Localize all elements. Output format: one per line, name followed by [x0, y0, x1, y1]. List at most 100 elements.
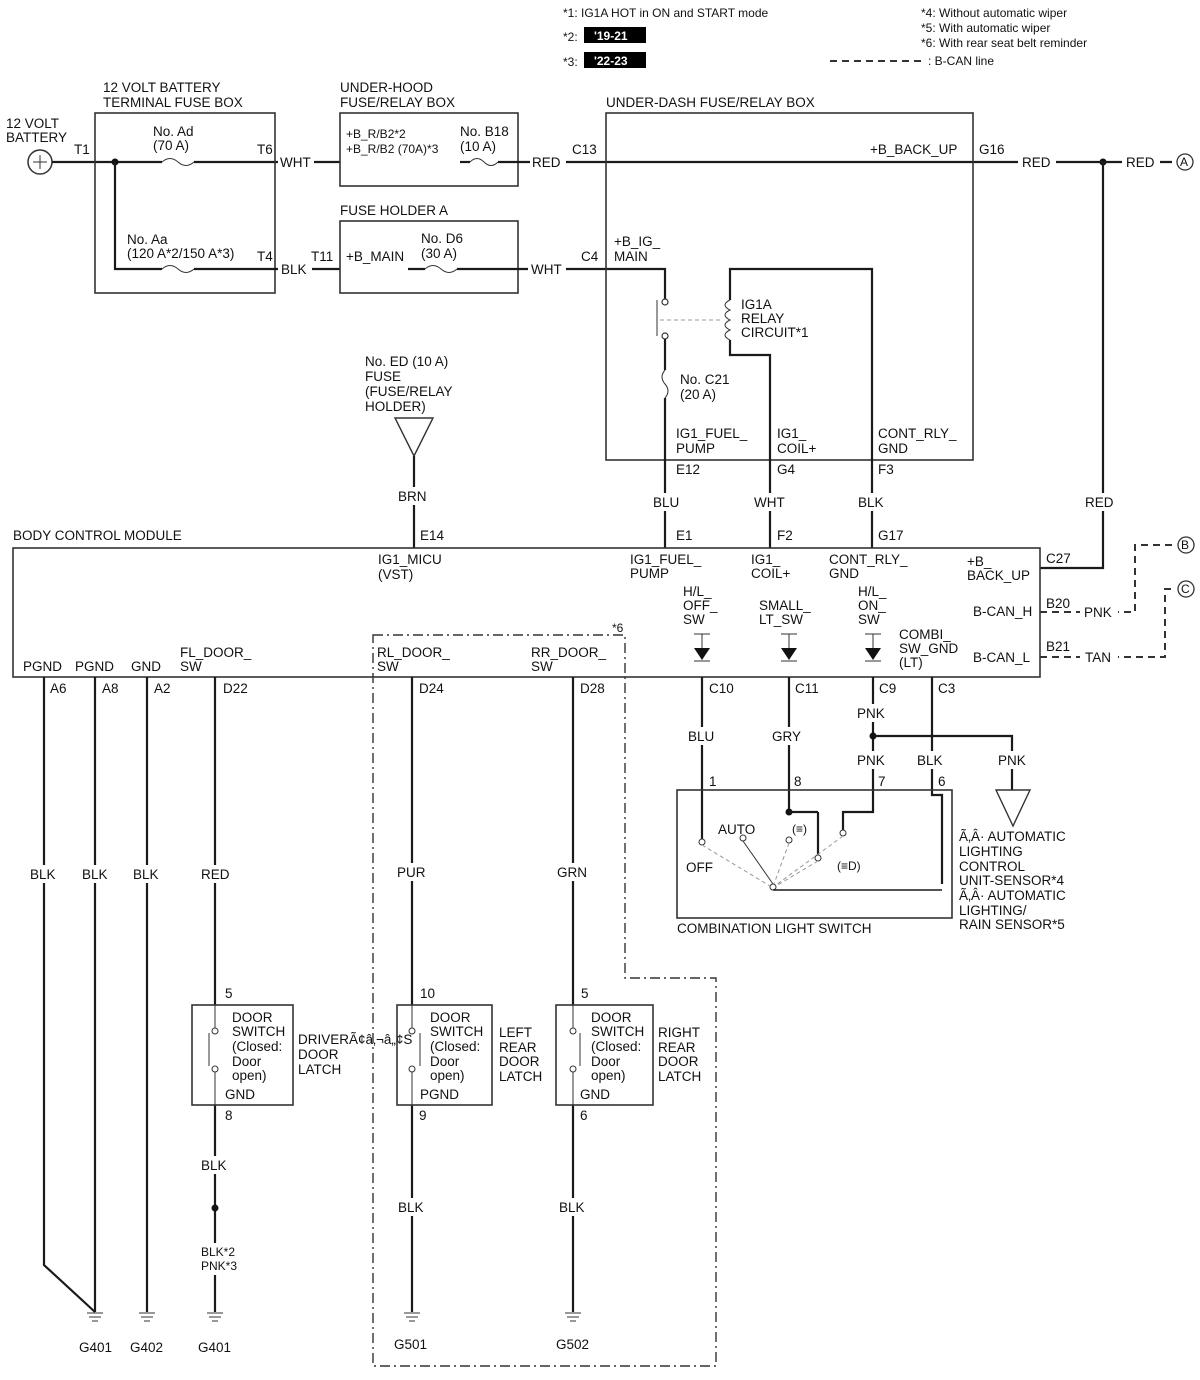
rr-latch-label-1: RIGHT — [658, 1025, 700, 1040]
wire-label-blk-2: BLK — [858, 495, 884, 510]
cls-pin-8: 8 — [794, 774, 802, 789]
fl-switch-label-4: Door — [232, 1054, 262, 1069]
relay-coil-icon — [724, 299, 732, 341]
wire-label-blk-a8: BLK — [82, 867, 108, 882]
wire-label-pnk-4: PNK — [998, 753, 1026, 768]
wire-label-pnk-fl-3: PNK*3 — [201, 1259, 237, 1273]
combi-gnd-label-2: SW_GND — [899, 641, 959, 656]
right-rear-door-latch: 5 DOOR SWITCH (Closed: Door open) GND 6 … — [555, 986, 701, 1123]
rl-latch-label-3: DOOR — [499, 1054, 540, 1069]
bcm-coil-label-1: IG1_ — [751, 552, 781, 567]
rl-switch-label-5: open) — [430, 1068, 465, 1083]
fl-switch-label-5: open) — [232, 1068, 267, 1083]
note-bcan: : B-CAN line — [928, 54, 994, 68]
ed-fuse-label-3: (FUSE/RELAY — [365, 384, 453, 399]
rr-door-label-2: SW — [531, 659, 553, 674]
wire-label-red-3: RED — [1126, 155, 1155, 170]
fl-pin-bottom: 8 — [225, 1108, 233, 1123]
terminal-c9: C9 — [879, 681, 896, 696]
wire-label-blk-1: BLK — [281, 262, 307, 277]
connector-b-icon — [1177, 536, 1195, 554]
bcm-fuel-pump-label-1: IG1_FUEL_ — [630, 552, 702, 567]
terminal-t4: T4 — [257, 249, 273, 264]
bcm-fuel-pump-label-2: PUMP — [630, 566, 669, 581]
terminal-c4: C4 — [581, 249, 599, 264]
battery: 12 VOLT BATTERY T1 — [6, 116, 90, 175]
rr-switch-label-5: open) — [591, 1068, 626, 1083]
terminal-c27: C27 — [1046, 551, 1071, 566]
alc-label-7: RAIN SENSOR*5 — [959, 917, 1065, 932]
rear-seat-belt-reminder-region — [372, 634, 717, 1367]
left-rear-door-latch: 10 DOOR SWITCH (Closed: Door open) PGND … — [396, 986, 542, 1123]
rl-latch-label-4: LATCH — [499, 1069, 542, 1084]
wire-label-red-4: RED — [1085, 495, 1114, 510]
cls-pivot-icon — [769, 883, 777, 891]
terminal-g4: G4 — [777, 462, 796, 477]
wire-label-blk-rl: BLK — [398, 1200, 424, 1215]
rl-switch-label-1: DOOR — [430, 1010, 471, 1025]
fuse-c21-icon — [661, 369, 669, 399]
ig-main-label-2: MAIN — [614, 249, 648, 264]
ig1-fuel-pump-label-1: IG1_FUEL_ — [676, 426, 748, 441]
terminal-fuse-box: 12 VOLT BATTERY TERMINAL FUSE BOX No. Ad… — [94, 80, 340, 294]
fl-switch-label-2: SWITCH — [232, 1024, 285, 1039]
terminal-g16: G16 — [979, 142, 1005, 157]
ground-g401-a-icon — [87, 1312, 103, 1322]
note-2-label: *2: — [563, 30, 578, 44]
bcm-backup-label-2: BACK_UP — [967, 568, 1030, 583]
underdash-title: UNDER-DASH FUSE/RELAY BOX — [606, 95, 815, 110]
wire-label-pnk-3: PNK — [857, 753, 885, 768]
hl-off-label-2: OFF_ — [683, 598, 718, 613]
rr-door-label-1: RR_DOOR_ — [531, 645, 607, 660]
ig-main-wire — [518, 267, 667, 300]
fl-door-label-1: FL_DOOR_ — [180, 645, 252, 660]
alc-label-3: CONTROL — [959, 859, 1025, 874]
driver-door-latch: 5 DOOR SWITCH (Closed: Door open) GND 8 … — [191, 986, 412, 1123]
fl-latch-label-2: DOOR — [298, 1047, 339, 1062]
rl-switch-label-2: SWITCH — [430, 1024, 483, 1039]
alc-label-6: LIGHTING/ — [959, 903, 1027, 918]
terminal-t11: T11 — [311, 249, 333, 264]
wire-label-grn: GRN — [557, 865, 587, 880]
body-control-module: BODY CONTROL MODULE E14 IG1_MICU (VST) E… — [12, 528, 1071, 696]
wire-label-pnk-2: PNK — [857, 706, 885, 721]
cls-pin-7: 7 — [878, 774, 886, 789]
hl-on-label-1: H/L_ — [858, 584, 887, 599]
relay-coil-wire-1 — [728, 267, 874, 460]
battery-label-1: 12 VOLT — [6, 116, 59, 131]
automatic-lighting-sensor: Ã‚Â· AUTOMATIC LIGHTING CONTROL UNIT-SEN… — [959, 789, 1066, 932]
fuse-d6-icon — [424, 265, 458, 273]
bcm-backup-label-1: +B_ — [967, 554, 992, 569]
b-can-h-wire — [1040, 544, 1172, 613]
wire-label-wht-2: WHT — [531, 262, 562, 277]
cls-auto-label: AUTO — [718, 822, 755, 837]
fuse-ad-icon — [161, 158, 195, 166]
ground-g501-label: G501 — [394, 1337, 427, 1352]
terminal-b21: B21 — [1046, 639, 1070, 654]
fuse-b18-label: No. B18 — [460, 124, 509, 139]
wire-label-red-1: RED — [532, 155, 561, 170]
rr-latch-label-2: REAR — [658, 1040, 696, 1055]
ground-g502-icon — [565, 1312, 581, 1322]
terminal-c13: C13 — [572, 142, 597, 157]
hl-off-label-3: SW — [683, 612, 705, 627]
terminal-a8: A8 — [102, 681, 119, 696]
note-5: *5: With automatic wiper — [921, 21, 1050, 35]
note-2-badge — [584, 27, 646, 43]
rr-latch-label-3: DOOR — [658, 1054, 699, 1069]
ground-g402-label: G402 — [130, 1340, 163, 1355]
relay-label-2: RELAY — [741, 311, 784, 326]
fuse-holder-title: FUSE HOLDER A — [340, 203, 448, 218]
rl-door-label-2: SW — [377, 659, 399, 674]
terminal-box-title-2: TERMINAL FUSE BOX — [103, 95, 243, 110]
relay-label-3: CIRCUIT*1 — [741, 325, 809, 340]
fuse-holder-a: FUSE HOLDER A T11 +B_MAIN No. D6 (30 A) — [311, 203, 519, 294]
wire-label-red-2: RED — [1022, 155, 1051, 170]
combi-gnd-label-1: COMBI_ — [899, 627, 951, 642]
cont-rly-gnd-label-2: GND — [878, 441, 908, 456]
terminal-d24: D24 — [419, 681, 444, 696]
rr-gnd-label: GND — [580, 1087, 610, 1102]
terminal-c10: C10 — [709, 681, 734, 696]
ig1-micu-label-2: (VST) — [378, 567, 413, 582]
fuse-b18-icon — [469, 158, 499, 166]
